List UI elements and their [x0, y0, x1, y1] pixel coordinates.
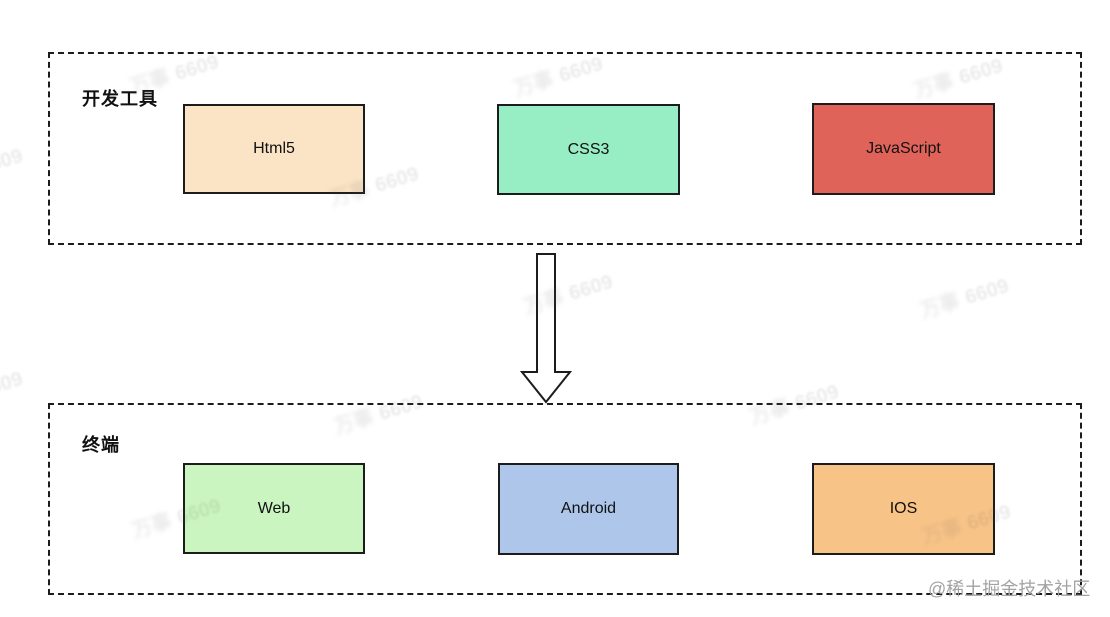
down-arrow-icon [520, 253, 572, 404]
node-javascript-label: JavaScript [866, 140, 941, 157]
node-android-label: Android [560, 500, 617, 517]
group-dev-tools-label: 开发工具 [82, 89, 158, 109]
watermark-tile: 万事6609 [0, 367, 26, 403]
watermark-tile: 万事6609 [917, 274, 1012, 323]
node-html5-label: Html5 [253, 140, 295, 157]
node-css3-label: CSS3 [567, 140, 610, 158]
group-dev-tools: 开发工具 Html5 CSS3 JavaScript [48, 52, 1082, 245]
watermark-tile: 万事6609 [0, 144, 26, 180]
node-javascript: JavaScript [812, 103, 995, 195]
node-html5: Html5 [183, 104, 365, 194]
credit-watermark: @稀土掘金技术社区 [928, 579, 1091, 599]
node-ios: IOS [812, 463, 995, 555]
node-android: Android [498, 463, 679, 555]
node-web-label: Web [257, 499, 291, 517]
group-terminals: 终端 Web Android IOS [48, 403, 1082, 595]
group-terminals-label: 终端 [82, 435, 120, 455]
node-ios-label: IOS [889, 500, 918, 517]
node-web: Web [183, 463, 365, 554]
node-css3: CSS3 [497, 104, 680, 195]
